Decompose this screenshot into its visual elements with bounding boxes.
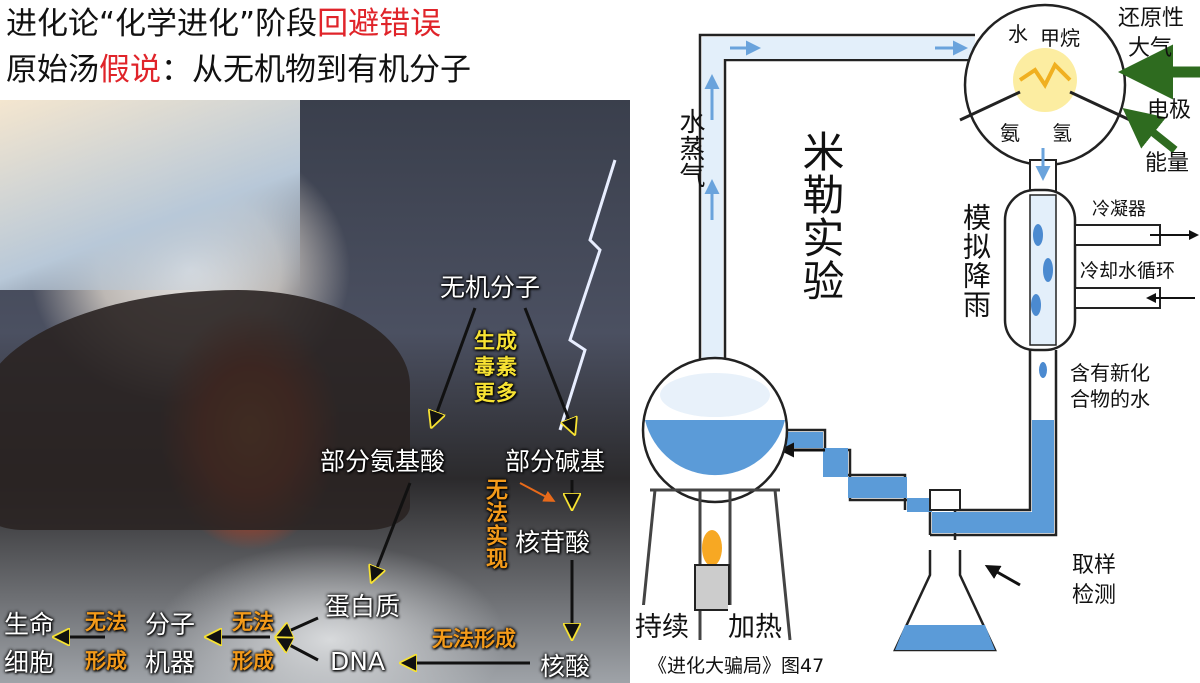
volcano-hill: [0, 290, 410, 530]
arrow-orange: [519, 482, 556, 502]
label-protein: 蛋白质: [325, 592, 401, 621]
spark: [1018, 61, 1072, 89]
cooling-in: [1074, 287, 1161, 309]
label-electrode: 电极: [1147, 98, 1192, 123]
title-line-1: 进化论“化学进化”阶段回避错误: [6, 6, 442, 42]
label-machine: 机器: [145, 648, 196, 677]
burner: [694, 564, 730, 611]
cooling-out: [1074, 224, 1161, 246]
label-water: 水: [1008, 22, 1028, 46]
label-form-2: 形成: [232, 649, 274, 673]
flow-arrows: [58, 307, 573, 663]
caption: 《进化大骗局》图47: [648, 651, 825, 678]
label-impossible: 无法实现: [482, 478, 507, 570]
down-tube: [1029, 159, 1057, 201]
label-molecular: 分子: [145, 610, 196, 639]
condenser: [1003, 188, 1077, 352]
label-reducing-2: 大气: [1128, 36, 1173, 61]
label-condenser: 冷凝器: [1092, 199, 1146, 220]
label-cannot-1: 无法: [85, 610, 127, 634]
miller-title: 米勒实验: [796, 130, 845, 302]
label-nucleic-acid: 核酸: [540, 652, 591, 681]
label-simulated-rain: 模拟降雨: [959, 203, 992, 319]
label-cell: 细胞: [4, 648, 55, 677]
arrow-sampling: [984, 565, 1021, 587]
water-return-tube: [770, 350, 1058, 540]
label-new-compounds-2: 合物的水: [1070, 387, 1150, 411]
label-heating: 加热: [728, 605, 782, 644]
tube-fill: [702, 37, 723, 377]
electrode-left: [959, 90, 1021, 122]
label-sampling-2: 检测: [1072, 583, 1117, 608]
lightning-bolt: [558, 159, 617, 431]
label-bases: 部分碱基: [505, 447, 606, 476]
arrow-to-bases: [523, 307, 573, 430]
arrow-dna-machine: [280, 640, 319, 662]
label-steam: 水蒸气: [675, 108, 705, 189]
label-cooling-water: 冷却水循环: [1080, 256, 1176, 283]
label-energy: 能量: [1145, 151, 1190, 176]
label-reducing-1: 还原性: [1118, 6, 1185, 31]
label-amino-acids: 部分氨基酸: [320, 447, 446, 476]
lightning-and-arrows: [0, 159, 617, 683]
title-line-2: 原始汤假说：从无机物到有机分子: [6, 52, 471, 88]
label-new-compounds-1: 含有新化: [1070, 361, 1150, 385]
sky: [0, 100, 300, 290]
label-form-1: 形成: [85, 649, 127, 673]
label-ammonia: 氨: [1000, 121, 1020, 145]
label-hydrogen: 氢: [1052, 121, 1072, 145]
label-methane: 甲烷: [1040, 26, 1080, 50]
volcano-photo: 无机分子 生成毒素更多 部分氨基酸 部分碱基 无法实现 核苷酸 蛋白质 DNA …: [0, 100, 630, 683]
rain-drops: [1031, 224, 1053, 378]
water-fill: [770, 420, 1054, 533]
label-cannot-form: 无法形成: [432, 627, 516, 651]
label-continuous: 持续: [635, 605, 689, 644]
label-inorganic: 无机分子: [440, 273, 541, 302]
arrow-protein-machine: [280, 616, 319, 635]
label-dna: DNA: [330, 647, 386, 676]
sampling-flask: [893, 550, 997, 652]
label-toxins: 生成毒素更多: [474, 329, 518, 405]
label-life: 生命: [4, 610, 55, 639]
stopcock: [929, 489, 961, 511]
electrode-right: [1069, 90, 1131, 122]
label-sampling-1: 取样: [1072, 553, 1117, 578]
label-nucleotides: 核苷酸: [515, 528, 591, 557]
arrow-to-amino: [433, 307, 477, 423]
spark-glow: [1013, 48, 1077, 112]
boiling-flask: [641, 356, 789, 504]
arrow-to-protein: [373, 482, 412, 578]
label-cannot-2: 无法: [232, 610, 274, 634]
flame-icon: [702, 530, 722, 566]
